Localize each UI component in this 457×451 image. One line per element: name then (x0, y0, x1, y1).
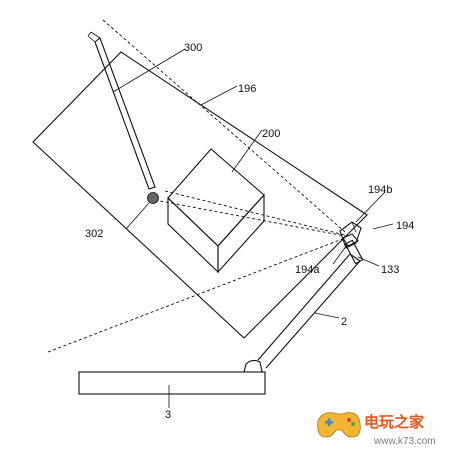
gamepad-icon (317, 412, 361, 438)
label-stylus: 300 (184, 42, 202, 54)
label-camera: 194 (396, 220, 414, 232)
upper-housing (257, 253, 361, 369)
watermark: 电玩之家 www.k73.com (317, 412, 436, 447)
view-line-lower (47, 237, 346, 353)
label-camera-upper: 194b (368, 184, 392, 196)
label-upper-housing: 2 (341, 316, 347, 328)
label-camera-lower: 194a (295, 264, 320, 276)
sight-line-object (164, 190, 346, 236)
lower-housing (78, 371, 266, 395)
label-camera-mount: 133 (381, 264, 399, 276)
cube-object (167, 148, 265, 274)
label-stylus-tip: 302 (85, 228, 103, 240)
camera-mount (344, 239, 364, 265)
watermark-url: www.k73.com (373, 436, 436, 447)
sight-line-stylus (154, 199, 346, 237)
leader-lines (112, 48, 394, 408)
view-plane (32, 51, 368, 339)
label-lower-housing: 3 (165, 409, 171, 421)
stylus-tip-ball (147, 192, 159, 204)
hinge (243, 359, 263, 373)
view-line-upper (102, 19, 346, 233)
watermark-site-name: 电玩之家 (364, 413, 424, 431)
label-object: 200 (262, 128, 280, 140)
stylus (87, 31, 156, 190)
label-view-frame: 196 (238, 83, 256, 95)
